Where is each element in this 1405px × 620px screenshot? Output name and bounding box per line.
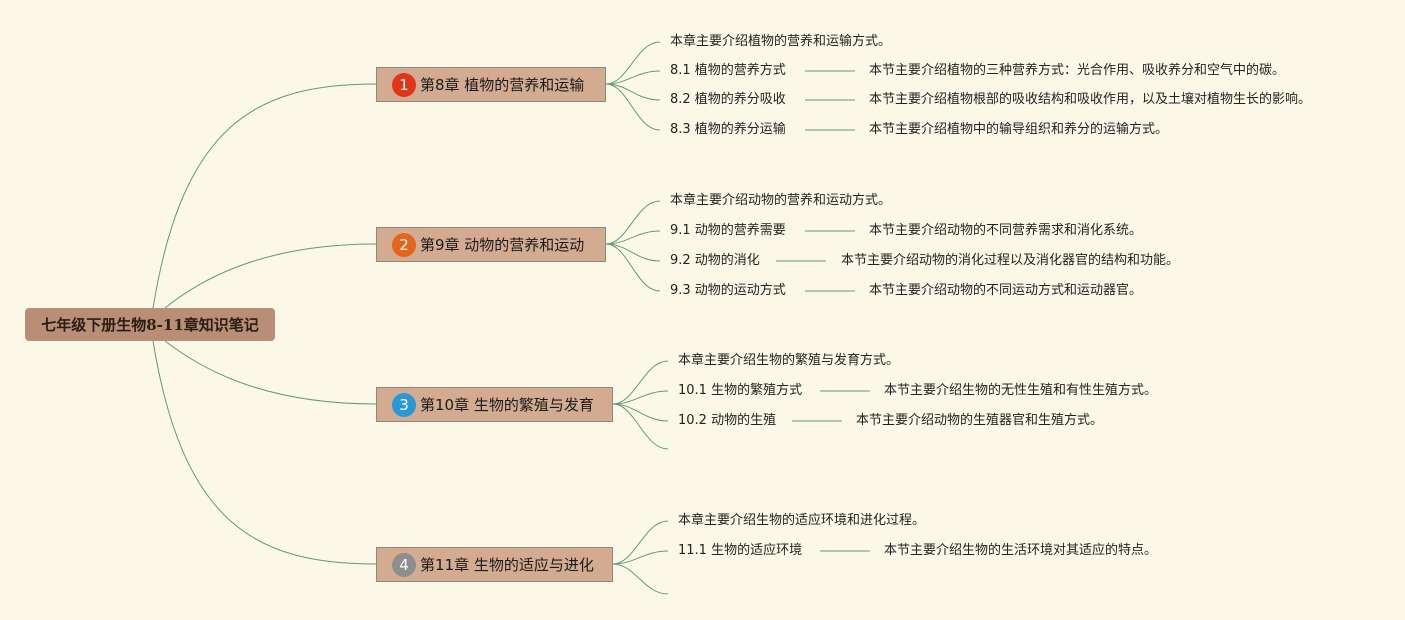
root-topic[interactable]: 七年级下册生物8-11章知识笔记: [25, 308, 275, 341]
section-description[interactable]: 本节主要介绍生物的生活环境对其适应的特点。: [884, 543, 1158, 558]
section-description[interactable]: 本节主要介绍动物的不同运动方式和运动器官。: [869, 283, 1143, 298]
chapter-3-branch-2: [612, 403, 669, 422]
chapter-1-branch-1: [605, 70, 661, 85]
priority-1-icon: 1: [392, 72, 416, 97]
chapter-2-branch-3: [605, 243, 661, 292]
chapter-summary[interactable]: 本章主要介绍动物的营养和运动方式。: [670, 193, 892, 208]
chapter-summary[interactable]: 本章主要介绍植物的营养和运输方式。: [670, 34, 892, 49]
section-description[interactable]: 本节主要介绍生物的无性生殖和有性生殖方式。: [884, 383, 1158, 398]
section-title[interactable]: 11.1 生物的适应环境: [678, 543, 803, 558]
chapter-2-branch-1: [605, 230, 661, 245]
chapter-2-branch-2: [605, 243, 661, 262]
chapter-4-branch-1: [612, 550, 669, 565]
chapter-title: 第10章 生物的繁殖与发育: [420, 396, 594, 414]
chapter-summary[interactable]: 本章主要介绍生物的适应环境和进化过程。: [678, 513, 926, 528]
chapter-title: 第9章 动物的营养和运动: [420, 236, 585, 254]
chapter-1-branch-0: [605, 41, 661, 85]
section-title[interactable]: 9.3 动物的运动方式: [670, 283, 786, 298]
chapter-title: 第11章 生物的适应与进化: [420, 556, 594, 574]
chapter-1-branch-3: [605, 83, 661, 131]
section-description[interactable]: 本节主要介绍动物的不同营养需求和消化系统。: [869, 223, 1143, 238]
chapter-2-branch-0: [605, 200, 661, 245]
section-title[interactable]: 9.2 动物的消化: [670, 253, 760, 268]
chapter-title: 第8章 植物的营养和运输: [420, 76, 585, 94]
root-link-2: [164, 243, 377, 309]
root-link-4: [152, 340, 377, 565]
section-title[interactable]: 8.3 植物的养分运输: [670, 122, 786, 137]
chapter-3-branch-0: [612, 360, 669, 405]
root-link-3: [164, 340, 377, 405]
section-title[interactable]: 10.1 生物的繁殖方式: [678, 383, 803, 398]
section-title[interactable]: 8.1 植物的营养方式: [670, 63, 786, 78]
section-title[interactable]: 10.2 动物的生殖: [678, 413, 777, 428]
priority-3-icon: 3: [392, 392, 416, 417]
section-title[interactable]: 8.2 植物的养分吸收: [670, 92, 786, 107]
chapter-4-branch-2: [612, 563, 669, 595]
section-description[interactable]: 本节主要介绍动物的消化过程以及消化器官的结构和功能。: [841, 253, 1180, 268]
section-title[interactable]: 9.1 动物的营养需要: [670, 223, 786, 238]
priority-4-icon: 4: [392, 552, 416, 577]
priority-2-icon: 2: [392, 232, 416, 257]
section-description[interactable]: 本节主要介绍动物的生殖器官和生殖方式。: [856, 413, 1104, 428]
section-description[interactable]: 本节主要介绍植物根部的吸收结构和吸收作用，以及土壤对植物生长的影响。: [869, 92, 1312, 107]
chapter-3-branch-1: [612, 390, 669, 405]
section-description[interactable]: 本节主要介绍植物中的输导组织和养分的运输方式。: [869, 122, 1169, 137]
section-description[interactable]: 本节主要介绍植物的三种营养方式：光合作用、吸收养分和空气中的碳。: [869, 63, 1286, 78]
chapter-4-branch-0: [612, 520, 669, 565]
root-link-1: [152, 83, 377, 309]
chapter-summary[interactable]: 本章主要介绍生物的繁殖与发育方式。: [678, 353, 900, 368]
chapter-3-branch-3: [612, 403, 669, 450]
